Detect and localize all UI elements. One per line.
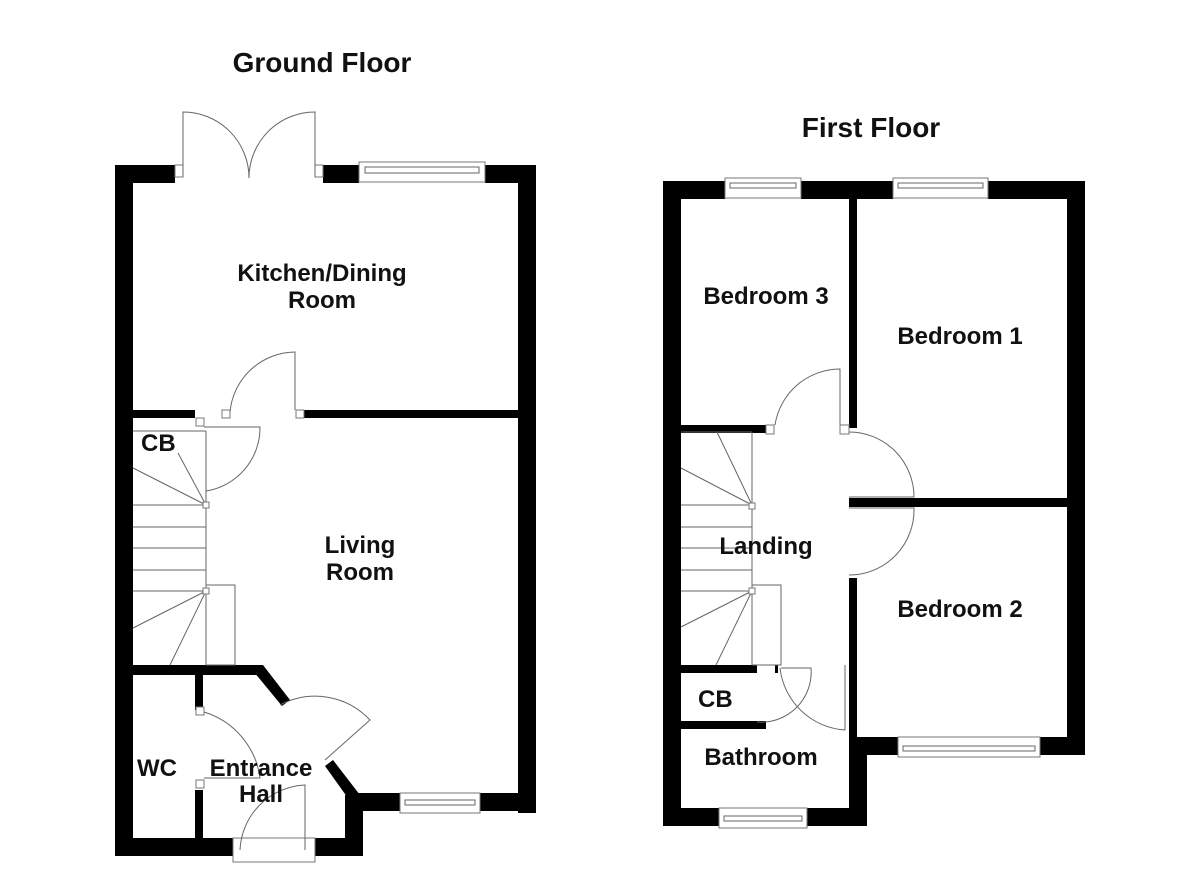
bedroom2-label: Bedroom 2: [897, 596, 1022, 623]
first-floor-windows: [718, 177, 1041, 829]
bedroom1-label: Bedroom 1: [897, 323, 1022, 350]
kitchen-dining-label: Kitchen/Dining: [237, 260, 406, 287]
first-floor-title: First Floor: [802, 112, 941, 143]
first-floor-stairs: [680, 431, 782, 666]
ground-cb-label: CB: [141, 430, 176, 457]
entrance-hall-label-line2: Hall: [239, 781, 283, 808]
kitchen-dining-label-line2: Room: [288, 287, 356, 314]
front-door-threshold: [232, 837, 316, 863]
living-window: [399, 792, 481, 814]
bedroom2-window: [897, 736, 1041, 758]
ground-floor-title: Ground Floor: [233, 47, 412, 78]
ground-floor-windows: [232, 161, 486, 863]
wc-label: WC: [137, 755, 177, 782]
ground-floor-walls: [115, 165, 536, 856]
bedroom3-label: Bedroom 3: [703, 283, 828, 310]
living-room-label: Living: [325, 532, 396, 559]
living-room-label-line2: Room: [326, 559, 394, 586]
first-floor-doors: [756, 368, 915, 731]
ground-floor-doors: [174, 111, 371, 851]
first-cb-label: CB: [698, 686, 733, 713]
bathroom-label: Bathroom: [704, 744, 817, 771]
bathroom-window: [718, 807, 808, 829]
landing-label: Landing: [719, 533, 812, 560]
entrance-hall-label: Entrance: [210, 755, 313, 782]
ground-floor-labels: Kitchen/Dining Room Living Room CB WC En…: [137, 260, 407, 808]
ground-floor-stairs: [132, 430, 236, 666]
first-floor-walls: [663, 181, 1085, 826]
first-floor-labels: Bedroom 3 Bedroom 1 Bedroom 2 Landing CB…: [698, 283, 1023, 771]
kitchen-window: [358, 161, 486, 183]
